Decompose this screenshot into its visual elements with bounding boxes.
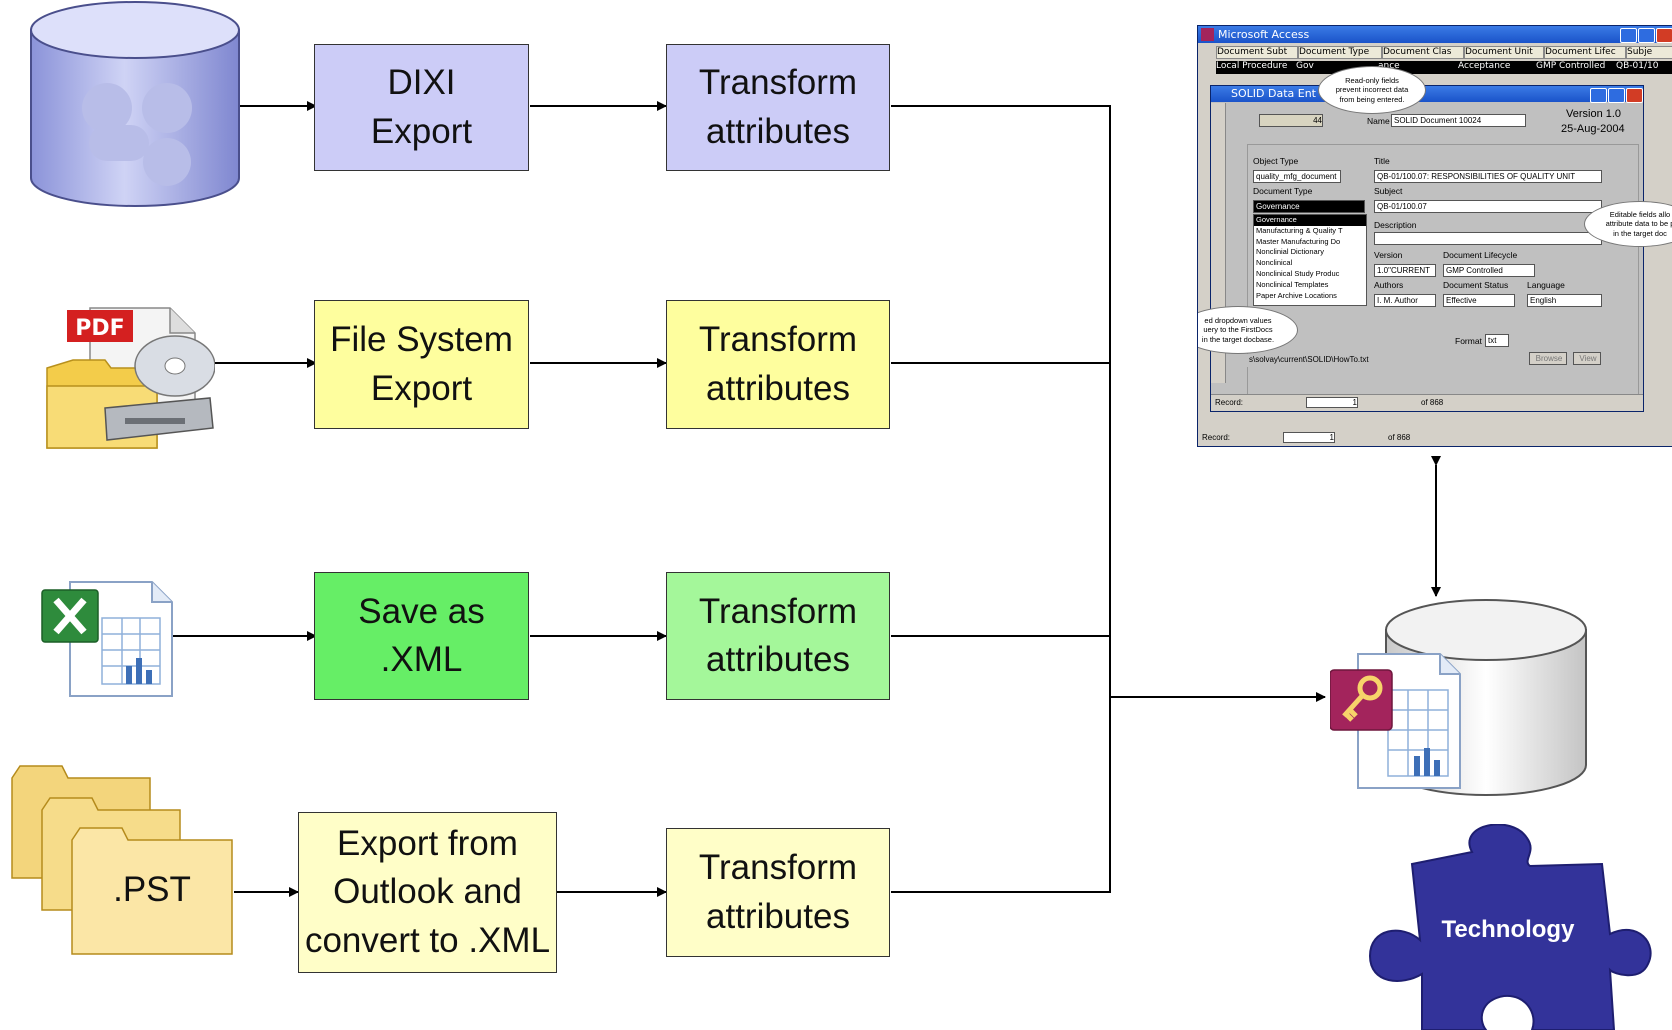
form-minimize-button[interactable] — [1590, 88, 1607, 103]
grid-col[interactable]: Document Subt — [1216, 46, 1298, 59]
grid-cell: Gov — [1296, 61, 1314, 71]
grid-col[interactable]: Document Unit — [1464, 46, 1544, 59]
database-cylinder-icon — [30, 1, 240, 207]
transform-box-outlook: Transform attributes — [666, 828, 890, 957]
form-title: SOLID Data Ent — [1231, 87, 1316, 100]
status-label: Document Status — [1443, 280, 1509, 290]
grid-col[interactable]: Document Clas — [1382, 46, 1464, 59]
access-app-icon — [1201, 28, 1214, 41]
transform-box-excel: Transform attributes — [666, 572, 890, 700]
description-label: Description — [1374, 220, 1417, 230]
list-item[interactable]: Governance — [1254, 215, 1366, 226]
version-field[interactable]: 1.0"CURRENT — [1374, 264, 1436, 277]
access-titlebar: Microsoft Access — [1198, 26, 1672, 43]
version-text: Version 1.0 — [1566, 108, 1622, 120]
title-field[interactable]: QB-01/100.07: RESPONSIBILITIES OF QUALIT… — [1374, 170, 1602, 183]
form-maximize-button[interactable] — [1608, 88, 1625, 103]
callout-readonly: Read-only fields prevent incorrect data … — [1318, 66, 1426, 114]
subject-field[interactable]: QB-01/100.07 — [1374, 200, 1602, 213]
document-type-label: Document Type — [1253, 186, 1313, 196]
list-item[interactable]: Master Manufacturing Do — [1256, 236, 1341, 246]
list-item[interactable]: Nonclinical Templates — [1256, 279, 1329, 289]
grid-col[interactable]: Document Lifec — [1544, 46, 1626, 59]
form-titlebar: SOLID Data Ent — [1211, 86, 1643, 103]
lifecycle-label: Document Lifecycle — [1443, 250, 1518, 260]
list-item[interactable]: Nonclinial Dictionary — [1256, 247, 1324, 257]
name-field[interactable]: SOLID Document 10024 — [1391, 114, 1526, 127]
grid-cell: ance — [1378, 61, 1400, 71]
browse-button[interactable]: Browse — [1529, 352, 1567, 365]
grid-cell: Local Procedure — [1216, 61, 1288, 71]
language-label: Language — [1527, 280, 1565, 290]
filesystem-export-box: File System Export — [314, 300, 529, 429]
transform-box-dixi: Transform attributes — [666, 44, 890, 171]
lifecycle-dropdown[interactable]: GMP Controlled — [1443, 264, 1535, 277]
name-label: Name — [1367, 116, 1390, 126]
access-screenshot: Microsoft Access Document Subt Document … — [1197, 25, 1672, 447]
grid-cell: QB-01/10 — [1616, 61, 1659, 71]
list-item[interactable]: Paper Archive Locations — [1256, 290, 1337, 300]
path-field[interactable]: s\solvay\current\SOLID\HowTo.txt — [1247, 354, 1507, 367]
transform-box-filesystem: Transform attributes — [666, 300, 890, 429]
format-field[interactable]: txt — [1485, 334, 1509, 347]
record-count: of 868 — [1421, 398, 1444, 407]
status-field[interactable]: Effective — [1443, 294, 1515, 307]
access-title: Microsoft Access — [1218, 28, 1310, 41]
list-item[interactable]: Nonclinical Study Produc — [1256, 268, 1340, 278]
authors-label: Authors — [1374, 280, 1404, 290]
grid-header: Document Subt Document Type Document Cla… — [1216, 46, 1672, 59]
document-type-list[interactable]: Governance Manufacturing & Quality T Mas… — [1253, 214, 1367, 306]
save-xml-box: Save as .XML — [314, 572, 529, 700]
authors-field[interactable]: I. M. Author — [1374, 294, 1436, 307]
grid-cell: Acceptance — [1458, 61, 1511, 71]
callout-dropdown: ed dropdown values uery to the FirstDocs… — [1198, 306, 1298, 354]
outer-record-label: Record: — [1202, 433, 1231, 442]
maximize-button[interactable] — [1638, 28, 1655, 43]
document-type-dropdown[interactable]: Governance — [1253, 200, 1365, 213]
list-item[interactable]: Nonclinical — [1256, 258, 1293, 268]
form-record-bar: Record: 1 of 868 — [1211, 394, 1643, 411]
grid-cell: GMP Controlled — [1536, 61, 1606, 71]
form-window: SOLID Data Ent 44 Name SOLID Document 10… — [1210, 85, 1644, 412]
version-label: Version — [1374, 250, 1403, 260]
list-item[interactable]: Manufacturing & Quality T — [1256, 225, 1343, 235]
outer-record-bar: Record: 1 of 868 — [1198, 430, 1672, 446]
record-position[interactable]: 1 — [1306, 397, 1358, 408]
dixi-export-box: DIXI Export — [314, 44, 529, 171]
date-text: 25-Aug-2004 — [1561, 123, 1625, 135]
callout-editable: Editable fields allo attribute data to b… — [1584, 201, 1672, 247]
description-field[interactable] — [1374, 232, 1602, 245]
outlook-export-box: Export from Outlook and convert to .XML — [298, 812, 557, 973]
close-button[interactable] — [1656, 28, 1672, 43]
grid-row[interactable]: Local Procedure Gov ance Acceptance GMP … — [1216, 61, 1672, 74]
pdf-badge-text: PDF — [75, 316, 124, 341]
merge-line — [891, 105, 1111, 893]
view-button[interactable]: View — [1573, 352, 1601, 365]
pdf-folder-cd-icon: PDF — [46, 307, 215, 449]
pst-label: .PST — [113, 870, 191, 909]
form-close-button[interactable] — [1626, 88, 1643, 103]
pst-folders-icon — [11, 765, 233, 955]
grid-col[interactable]: Subje — [1626, 46, 1672, 59]
excel-file-icon — [41, 581, 173, 697]
access-database-icon — [1330, 599, 1587, 796]
grid-col[interactable]: Document Type — [1298, 46, 1382, 59]
puzzle-label: Technology — [1441, 916, 1575, 943]
record-label: Record: — [1215, 398, 1244, 407]
object-type-label: Object Type — [1253, 156, 1299, 166]
subject-label: Subject — [1374, 186, 1403, 196]
puzzle-piece-icon — [1368, 824, 1652, 1030]
outer-record-position[interactable]: 1 — [1283, 432, 1335, 443]
title-label: Title — [1374, 156, 1390, 166]
language-dropdown[interactable]: English — [1527, 294, 1602, 307]
record-id-field: 44 — [1259, 114, 1323, 127]
object-type-field[interactable]: quality_mfg_document — [1253, 170, 1341, 183]
minimize-button[interactable] — [1620, 28, 1637, 43]
format-label: Format — [1455, 336, 1482, 346]
outer-record-count: of 868 — [1388, 433, 1411, 442]
